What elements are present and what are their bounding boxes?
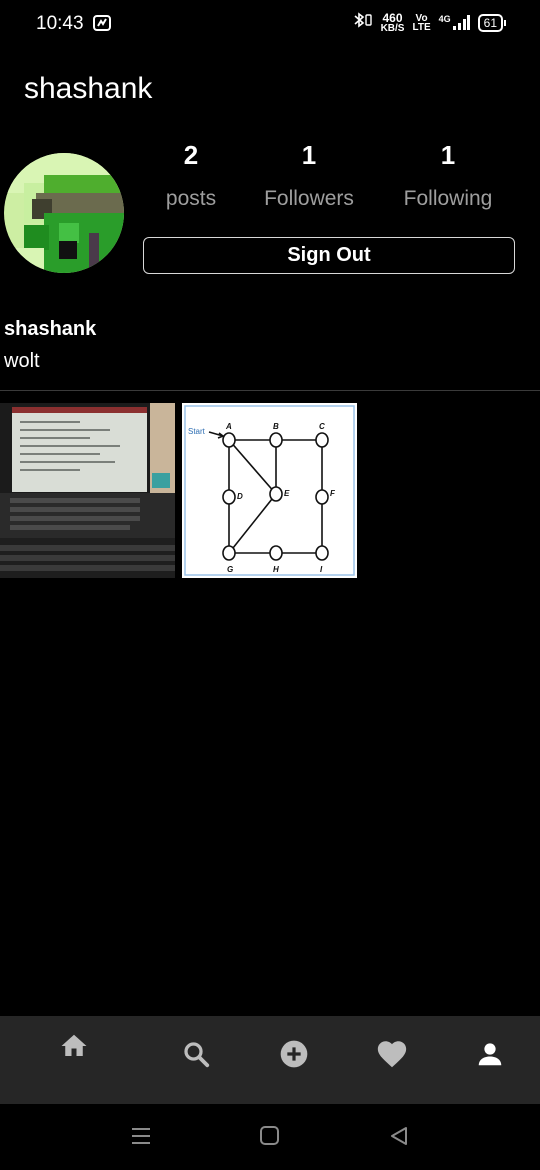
volte-top: Vo — [415, 12, 428, 24]
system-nav-bar — [0, 1104, 540, 1170]
following-label: Following — [403, 187, 493, 210]
page-title: shashank — [24, 72, 153, 105]
posts-label: posts — [165, 187, 217, 210]
bluetooth-icon — [353, 12, 373, 33]
following-count: 1 — [440, 140, 456, 170]
graph-label-i: I — [320, 565, 323, 574]
stat-posts[interactable]: 2 posts — [116, 140, 266, 211]
recent-apps-icon[interactable] — [130, 1126, 152, 1151]
search-icon[interactable] — [176, 1034, 216, 1074]
status-time: 10:43 — [36, 13, 84, 34]
battery-icon: 61 — [477, 13, 506, 32]
bio: wolt — [4, 350, 40, 372]
status-bar: 10:43 460 KB/S Vo LTE 4G — [0, 0, 540, 48]
battery-level: 61 — [477, 13, 503, 32]
graph-label-d: D — [237, 492, 243, 501]
signal-icon: 4G — [438, 13, 470, 31]
net-speed-unit: KB/S — [380, 22, 405, 34]
stat-followers[interactable]: 1 Followers — [234, 140, 384, 211]
graph-label-f: F — [330, 489, 336, 498]
bottom-nav — [0, 1016, 540, 1104]
home-button-icon[interactable] — [259, 1126, 281, 1151]
graph-label-c: C — [319, 422, 325, 431]
followers-count: 1 — [301, 140, 317, 170]
post-thumbnail-graph[interactable]: A B C D E F G H I Start — [182, 403, 357, 578]
net-speed: 460 KB/S — [380, 10, 405, 34]
notification-app-icon — [93, 14, 111, 37]
sign-out-button[interactable]: Sign Out — [143, 237, 515, 274]
profile-icon[interactable] — [470, 1034, 510, 1074]
stat-following[interactable]: 1 Following — [373, 140, 523, 211]
graph-label-b: B — [273, 422, 279, 431]
posts-count: 2 — [183, 140, 199, 170]
volte-indicator: Vo LTE — [412, 12, 431, 33]
graph-label-g: G — [227, 565, 233, 574]
avatar[interactable] — [4, 153, 124, 273]
graph-label-a: A — [225, 422, 232, 431]
add-post-icon[interactable] — [274, 1034, 314, 1074]
status-right-group: 460 KB/S Vo LTE 4G 61 — [353, 12, 506, 33]
followers-label: Followers — [264, 187, 354, 210]
graph-label-e: E — [284, 489, 290, 498]
volte-bottom: LTE — [412, 21, 431, 33]
home-icon[interactable] — [54, 1026, 94, 1066]
graph-label-start: Start — [188, 427, 206, 436]
network-type: 4G — [438, 13, 451, 24]
heart-icon[interactable] — [372, 1034, 412, 1074]
graph-label-h: H — [273, 565, 279, 574]
divider — [0, 390, 540, 391]
display-name: shashank — [4, 318, 97, 340]
post-thumbnail-laptop[interactable] — [0, 403, 175, 578]
net-speed-value: 460 — [382, 10, 403, 25]
back-button-icon[interactable] — [388, 1126, 410, 1151]
